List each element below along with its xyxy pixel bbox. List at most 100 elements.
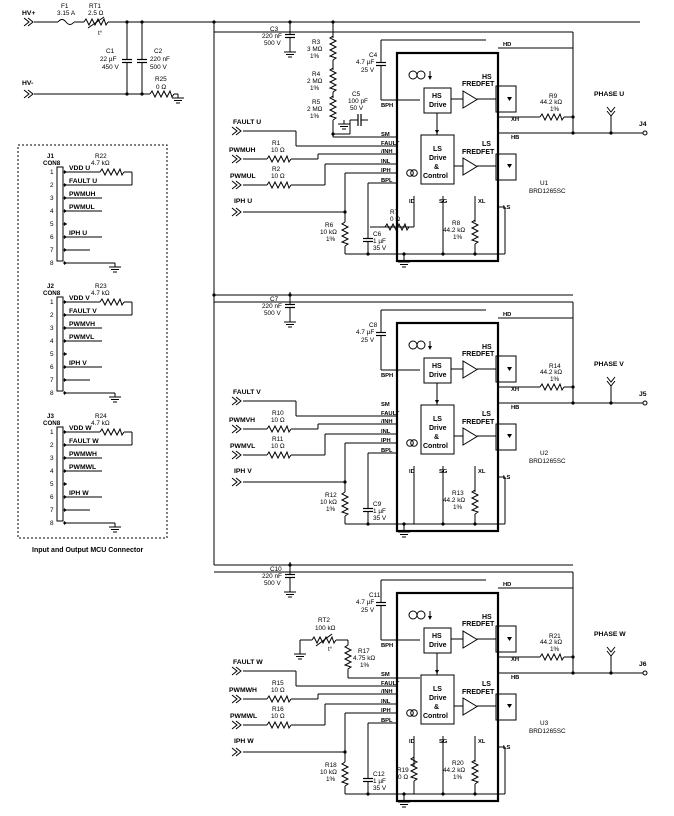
rt2-ref: RT2: [318, 617, 330, 624]
pin-arrow: [64, 248, 67, 252]
diode-icon: [507, 637, 512, 641]
pullup-ref: R22: [95, 153, 107, 160]
rin-l-resistor-icon: [266, 721, 292, 729]
ic-ref: U2: [540, 450, 549, 457]
ground-icon: [171, 93, 185, 104]
r3-ref: R3: [312, 39, 321, 46]
c2-value: 220 nF: [150, 56, 170, 63]
hs-drive-line2: Drive: [429, 642, 447, 649]
rid-tol: 1%: [326, 506, 336, 513]
output-terminal-icon: [642, 130, 648, 136]
ground-icon: [283, 587, 297, 598]
ls-fredfet-line1: LS: [482, 411, 491, 418]
input-terminal-icon: [231, 694, 242, 704]
pin-number: 6: [50, 364, 54, 371]
pin-number: 3: [50, 455, 54, 462]
diode-icon: [507, 434, 512, 438]
hv-minus-terminal-icon: [23, 89, 34, 99]
diode-icon: [507, 367, 512, 371]
r7-ref: R7: [390, 209, 399, 216]
pin-number: 4: [50, 468, 54, 475]
rt2-value: 100 kΩ: [315, 625, 336, 632]
ground-icon: [293, 649, 307, 660]
pullup-resistor-icon: [99, 298, 125, 306]
chi-value: 4.7 µF: [356, 599, 374, 606]
rin-l-value: 10 Ω: [271, 443, 285, 450]
r4-value: 2 MΩ: [307, 78, 323, 85]
pin-arrow: [64, 456, 67, 460]
rin-h-resistor-icon: [266, 425, 292, 433]
pin-inh: /INH: [381, 689, 393, 695]
rxh-ref: R9: [549, 93, 558, 100]
output-terminal-icon: [642, 670, 648, 676]
connector-caption: Input and Output MCU Connector: [32, 547, 143, 554]
pin-number: 7: [50, 507, 54, 514]
c1-capacitor-icon: [121, 58, 133, 64]
iph-input-label: IPH W: [234, 738, 254, 745]
ls-drive-line3: &: [434, 434, 439, 441]
rin-l-resistor-icon: [266, 181, 292, 189]
pin-ls: LS: [503, 475, 511, 481]
rin-l-ref: R16: [272, 706, 284, 713]
jack-label: J6: [639, 661, 647, 668]
ls-fredfet-line1: LS: [482, 141, 491, 148]
clo-value: 1 µF: [373, 238, 386, 245]
rin-h-value: 10 Ω: [271, 687, 285, 694]
phase-output-icon: [606, 646, 616, 657]
pin-xl: XL: [478, 739, 486, 745]
pwml-input-label: PWMUL: [230, 173, 256, 180]
bootstrap-capacitor-icon: [375, 601, 387, 607]
chi-value: 4.7 µF: [356, 59, 374, 66]
rxh-value: 44.2 kΩ: [540, 99, 562, 106]
ic-part: BRD1265SC: [529, 728, 566, 735]
ls-drive-line2: Drive: [429, 425, 447, 432]
pin-arrow: [64, 521, 67, 525]
r7-value: 0 Ω: [390, 216, 400, 223]
r5-resistor-icon: [329, 95, 337, 121]
ground-icon: [108, 522, 122, 533]
pin-hb: HB: [511, 135, 519, 141]
rxh-value: 44.2 kΩ: [540, 369, 562, 376]
pin-arrow: [64, 339, 67, 343]
pin-number: 3: [50, 195, 54, 202]
arrow-icon: [428, 346, 432, 350]
pin-number: 4: [50, 338, 54, 345]
connector-type: CON8: [43, 420, 61, 427]
pin-arrow: [64, 508, 67, 512]
hs-fredfet-line2: FREDFET: [462, 81, 495, 88]
ground-icon: [283, 47, 297, 58]
pin-xh: XH: [511, 657, 519, 663]
r5-value: 2 MΩ: [307, 106, 323, 113]
input-terminal-icon: [231, 450, 242, 460]
rxh-tol: 1%: [550, 376, 560, 383]
ls-drive-line2: Drive: [429, 155, 447, 162]
cbus-voltage: 500 V: [264, 40, 281, 47]
pin-number: 1: [50, 429, 54, 436]
phase-label: PHASE V: [594, 361, 624, 368]
pin-number: 7: [50, 247, 54, 254]
phase-output-icon: [606, 376, 616, 387]
pin-number: 1: [50, 169, 54, 176]
pin-fault: FAULT: [381, 141, 400, 147]
rin-h-resistor-icon: [266, 155, 292, 163]
ls-drive-line3: &: [434, 164, 439, 171]
connector-body: [56, 426, 64, 522]
pin-inh: /INH: [381, 149, 393, 155]
sig-iph: IPH W: [69, 490, 89, 497]
pin-number: 8: [50, 390, 54, 397]
ground-icon: [108, 392, 122, 403]
ls-drive-line4: Control: [423, 443, 448, 450]
rxh-resistor-icon: [539, 383, 565, 391]
hs-drive-line1: HS: [432, 633, 442, 640]
ls-drive-line4: Control: [423, 173, 448, 180]
r5-tol: 1%: [310, 113, 320, 120]
pin-iph: IPH: [381, 438, 391, 444]
cbus-ref: C10: [270, 566, 282, 573]
pin-xh: XH: [511, 387, 519, 393]
fuse-f1-icon: [57, 19, 75, 25]
pin-arrow: [64, 482, 67, 486]
pwml-input-label: PWMWL: [230, 713, 257, 720]
fault-input-label: FAULT W: [233, 659, 263, 666]
input-terminal-icon: [231, 424, 242, 434]
ls-fredfet-icon: [495, 423, 517, 451]
